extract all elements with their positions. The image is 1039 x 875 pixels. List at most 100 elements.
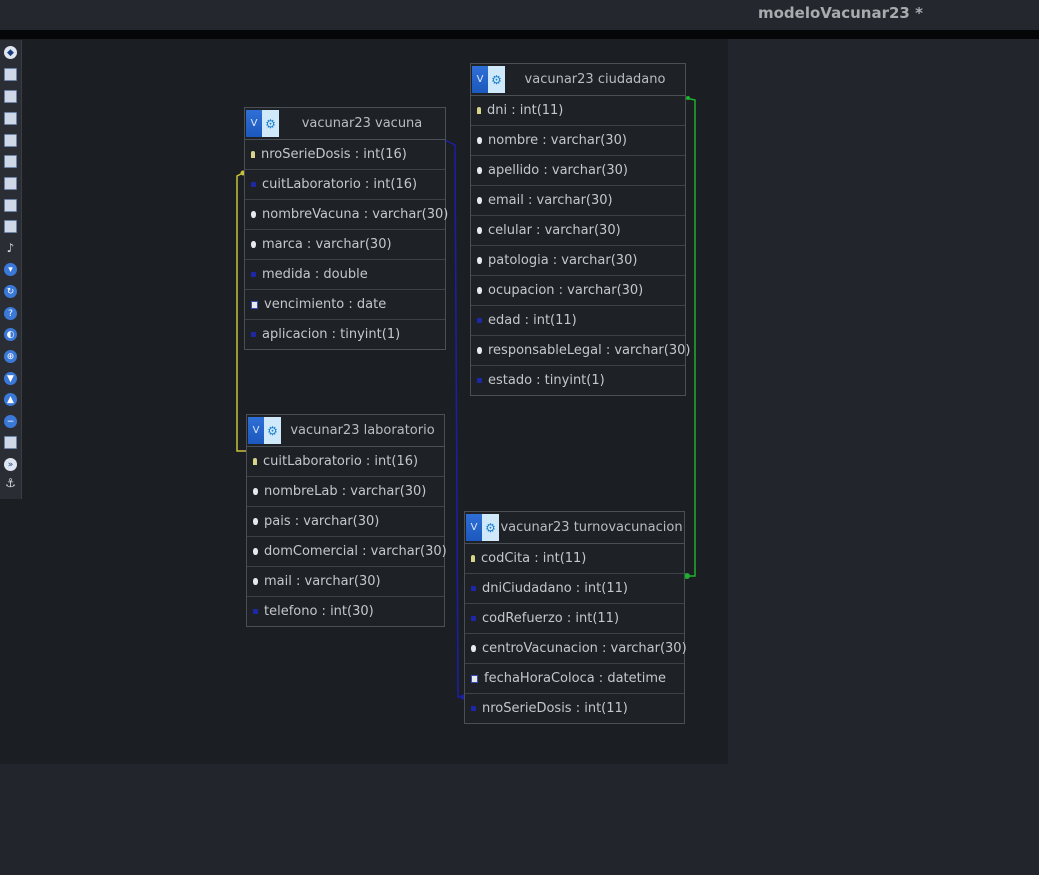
field-row[interactable]: fechaHoraColoca : datetime xyxy=(465,664,684,694)
foreign-key-icon xyxy=(471,616,476,621)
date-icon xyxy=(471,674,478,683)
field-row[interactable]: medida : double xyxy=(245,260,445,290)
foreign-key-icon xyxy=(253,609,258,614)
field-row[interactable]: pais : varchar(30) xyxy=(247,507,444,537)
save-as-icon[interactable] xyxy=(4,177,17,190)
field-row[interactable]: nombreLab : varchar(30) xyxy=(247,477,444,507)
anchor-icon[interactable]: ⚓ xyxy=(5,475,16,490)
field-row[interactable]: aplicacion : tinyint(1) xyxy=(245,320,445,349)
separator xyxy=(0,30,1039,39)
entity-ciudadano[interactable]: V ⚙ vacunar23 ciudadano dni : int(11) no… xyxy=(470,63,690,396)
field-label: aplicacion : tinyint(1) xyxy=(262,327,401,342)
attribute-icon xyxy=(477,137,482,144)
attribute-icon xyxy=(251,211,256,218)
save-icon[interactable] xyxy=(4,155,17,168)
settings-icon[interactable]: ⚙ xyxy=(262,110,279,137)
entity-name: vacunar23 vacuna xyxy=(301,116,423,131)
field-label: fechaHoraColoca : datetime xyxy=(484,671,667,686)
minus-icon[interactable]: − xyxy=(4,415,17,428)
field-label: vencimiento : date xyxy=(264,297,387,312)
field-row[interactable]: nroSerieDosis : int(11) xyxy=(465,694,684,723)
document-icon[interactable] xyxy=(4,220,17,233)
entity-name: vacunar23 ciudadano xyxy=(524,72,666,87)
field-label: nroSerieDosis : int(11) xyxy=(482,701,628,716)
field-row[interactable]: ocupacion : varchar(30) xyxy=(471,276,685,306)
field-row[interactable]: dni : int(11) xyxy=(471,96,685,126)
grid-icon[interactable] xyxy=(4,68,17,81)
primary-key-icon xyxy=(253,458,257,465)
field-row[interactable]: celular : varchar(30) xyxy=(471,216,685,246)
table-icon: V xyxy=(248,417,264,444)
field-row[interactable]: apellido : varchar(30) xyxy=(471,156,685,186)
field-row[interactable]: mail : varchar(30) xyxy=(247,567,444,597)
attribute-icon xyxy=(477,227,482,234)
entity-header[interactable]: V ⚙ vacunar23 laboratorio xyxy=(247,415,444,447)
field-label: medida : double xyxy=(262,267,368,282)
field-row[interactable]: codRefuerzo : int(11) xyxy=(465,604,684,634)
entity-header[interactable]: V ⚙ vacunar23 turnovacunacion xyxy=(465,512,684,544)
date-icon xyxy=(251,300,258,309)
entity-turnovacunacion[interactable]: V ⚙ vacunar23 turnovacunacion codCita : … xyxy=(464,511,687,724)
globe-icon[interactable]: ⊕ xyxy=(4,350,17,363)
table-icon: V xyxy=(472,66,488,93)
entity-name: vacunar23 turnovacunacion xyxy=(500,520,683,535)
foreign-key-icon xyxy=(251,332,256,337)
refresh-icon[interactable]: ↻ xyxy=(4,285,17,298)
field-label: celular : varchar(30) xyxy=(488,223,621,238)
field-row[interactable]: marca : varchar(30) xyxy=(245,230,445,260)
field-row[interactable]: cuitLaboratorio : int(16) xyxy=(247,447,444,477)
field-row[interactable]: email : varchar(30) xyxy=(471,186,685,216)
select-icon[interactable]: ◆ xyxy=(4,46,17,59)
entity-header[interactable]: V ⚙ vacunar23 ciudadano xyxy=(471,64,685,96)
field-row[interactable]: patologia : varchar(30) xyxy=(471,246,685,276)
down-icon[interactable]: ▼ xyxy=(4,372,17,385)
entity-laboratorio[interactable]: V ⚙ vacunar23 laboratorio cuitLaboratori… xyxy=(246,414,447,627)
field-row[interactable]: edad : int(11) xyxy=(471,306,685,336)
add-table-icon[interactable] xyxy=(4,90,17,103)
field-row[interactable]: nroSerieDosis : int(16) xyxy=(245,140,445,170)
attribute-icon xyxy=(477,197,482,204)
foreign-key-icon xyxy=(477,378,482,383)
field-label: codRefuerzo : int(11) xyxy=(482,611,620,626)
entity-vacuna[interactable]: V ⚙ vacunar23 vacuna nroSerieDosis : int… xyxy=(244,107,449,350)
field-label: nombreVacuna : varchar(30) xyxy=(262,207,449,222)
field-row[interactable]: nombreVacuna : varchar(30) xyxy=(245,200,449,230)
field-row[interactable]: dniCiudadano : int(11) xyxy=(465,574,684,604)
next-icon[interactable]: » xyxy=(4,458,17,471)
field-row[interactable]: vencimiento : date xyxy=(245,290,445,320)
field-row[interactable]: centroVacunacion : varchar(30) xyxy=(465,634,687,664)
field-label: email : varchar(30) xyxy=(488,193,613,208)
upload-icon[interactable]: ▲ xyxy=(4,393,17,406)
edit-icon[interactable] xyxy=(4,134,17,147)
layout-icon[interactable]: ◐ xyxy=(4,328,17,341)
attribute-icon xyxy=(477,167,482,174)
primary-key-icon xyxy=(477,107,481,114)
zoom-in-icon[interactable]: ▾ xyxy=(4,263,17,276)
field-label: marca : varchar(30) xyxy=(262,237,392,252)
export-icon[interactable] xyxy=(4,199,17,212)
settings-icon[interactable]: ⚙ xyxy=(488,66,505,93)
foreign-key-icon xyxy=(251,182,256,187)
field-row[interactable]: estado : tinyint(1) xyxy=(471,366,685,395)
print-icon[interactable] xyxy=(4,436,17,449)
field-row[interactable]: codCita : int(11) xyxy=(465,544,684,574)
relation-icon[interactable]: ♪ xyxy=(6,240,15,255)
settings-icon[interactable]: ⚙ xyxy=(482,514,499,541)
help-icon[interactable]: ? xyxy=(4,307,17,320)
add-view-icon[interactable] xyxy=(4,112,17,125)
field-row[interactable]: telefono : int(30) xyxy=(247,597,444,626)
field-label: dniCiudadano : int(11) xyxy=(482,581,628,596)
entity-header[interactable]: V ⚙ vacunar23 vacuna xyxy=(245,108,445,140)
field-row[interactable]: nombre : varchar(30) xyxy=(471,126,685,156)
attribute-icon xyxy=(251,241,256,248)
field-label: cuitLaboratorio : int(16) xyxy=(262,177,418,192)
field-row[interactable]: cuitLaboratorio : int(16) xyxy=(245,170,445,200)
field-row[interactable]: domComercial : varchar(30) xyxy=(247,537,447,567)
window-title: modeloVacunar23 * xyxy=(758,4,923,22)
settings-icon[interactable]: ⚙ xyxy=(264,417,281,444)
attribute-icon xyxy=(477,347,482,354)
field-label: nroSerieDosis : int(16) xyxy=(261,147,407,162)
foreign-key-icon xyxy=(251,272,256,277)
field-row[interactable]: responsableLegal : varchar(30) xyxy=(471,336,690,366)
field-label: estado : tinyint(1) xyxy=(488,373,605,388)
